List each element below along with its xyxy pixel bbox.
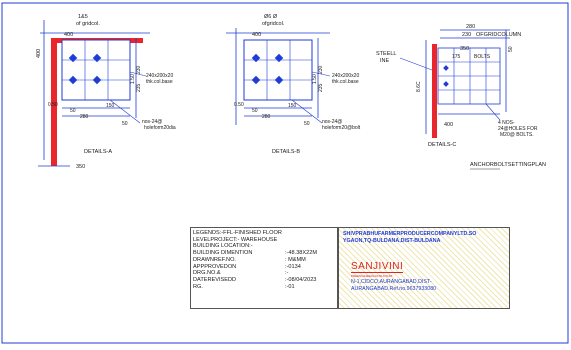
detail-a-bolt-note-2: holeform20dia [144, 125, 176, 131]
detail-a-title: DETAILS-A [84, 149, 112, 155]
legend-row: LEGENDS:-FFL-FINISHED FLOOR [193, 230, 282, 236]
detail-b-title: DETAILS-B [272, 149, 300, 155]
detail-c-dim-left: 8.6C [416, 81, 422, 92]
detail-b-dim-top: 400 [252, 32, 261, 38]
detail-b-bolt-3 [251, 75, 261, 85]
legend-row: RG.:-01 [193, 283, 295, 290]
detail-b-dim-small-1: 0.50 [234, 102, 244, 108]
detail-c-column-red [432, 44, 437, 138]
detail-b-dim-small-3: 150 [288, 103, 297, 109]
detail-c-hole-note-2: 24@HOLES FOR [498, 126, 538, 132]
detail-c-dim-175: 175 [452, 54, 461, 60]
detail-a-column-red [51, 38, 57, 166]
legend-row: BUILDING LOCATION:- [193, 243, 253, 250]
legend-row: APPPROVEDON:-0134 [193, 263, 301, 270]
detail-c-bolt-2 [443, 81, 449, 87]
detail-a-dim-small-1: 0.50 [48, 102, 58, 108]
detail-a-bolt-note-1: nos-24@ [142, 119, 162, 125]
legend-row: DRAWNREF.NO.: M&MM [193, 256, 306, 263]
detail-b-dim-side-1: 1.50 [312, 74, 318, 84]
detail-b-top-note-2: ofgridcol. [262, 21, 285, 27]
detail-a-base-plate [61, 39, 131, 101]
brand-logo: SANJIVINI [351, 261, 404, 273]
detail-a-dim-side-2: 230 [136, 65, 142, 74]
detail-a-dim-small-4: 280 [80, 114, 89, 120]
detail-c-steel-label-2: INE [380, 58, 390, 64]
detail-a-dim-small-2: 50 [70, 108, 76, 114]
sheet-border [1, 2, 569, 344]
detail-a-bolt-2 [92, 53, 102, 63]
detail-a-top-note-1: 1&5 [78, 14, 88, 20]
detail-b-bolt-note-1: nos-24@ [322, 119, 342, 125]
detail-c-bolts-label: BOLTS [474, 54, 491, 60]
detail-c-dim-top-1: 280 [466, 24, 475, 30]
detail-b-bolt-2 [274, 53, 284, 63]
detail-a-dim-left: 400 [36, 49, 42, 58]
detail-b-bolt-1 [251, 53, 261, 63]
detail-b-dim-side-3: 235 [318, 83, 324, 92]
company-panel: SHIVPRABHUFARMERPRODUCERCOMPANYLTD.SO YG… [338, 227, 510, 309]
detail-b-top-note-1: Ø6 Ø [264, 14, 278, 20]
detail-b-bolt-note-2: holeform20@bolt [322, 125, 361, 131]
detail-c: STEELL INE 280 230 OFGRIDCOLUMN 350 175 … [376, 24, 538, 148]
detail-b-dim-side-2: 230 [318, 65, 324, 74]
detail-c-hole-note-3: M20@ BOLTS. [500, 132, 534, 138]
detail-a-dim-top: 400 [64, 32, 73, 38]
detail-a-bolt-3 [68, 75, 78, 85]
detail-a-bolt-1 [68, 53, 78, 63]
brand-subtitle: PREENGINEEDCONSULTANT [351, 274, 393, 278]
detail-c-dim-50: 50 [508, 46, 514, 52]
legend-panel: LEGENDS:-FFL-FINISHED FLOOR LEVELPROJECT… [190, 227, 338, 309]
detail-a: 1&5 of gridcol. 400 400 1.50 230 235 240… [36, 14, 176, 170]
detail-b-base-note-1: 240x200x20 [332, 73, 359, 79]
detail-b-base-plate [243, 39, 313, 101]
legend-row: LEVELPROJECT:- WAREHOUSE [193, 236, 278, 243]
legend-row: BUILDING DIMENTION:-48.38X22M [193, 250, 318, 257]
detail-a-dim-small-3: 150 [106, 103, 115, 109]
detail-c-dim-top-2: 230 [462, 32, 471, 38]
detail-c-dim-400: 400 [444, 122, 453, 128]
title-block: LEGENDS:-FFL-FINISHED FLOOR LEVELPROJECT… [190, 227, 510, 309]
legend-row: DATEREVISEDD:-08/04/2023 [193, 276, 317, 283]
detail-b: Ø6 Ø ofgridcol. 400 1.50 230 235 240x200… [226, 14, 361, 155]
detail-c-title: DETAILS-C [428, 142, 456, 148]
detail-a-dim-side-3: 235 [136, 83, 142, 92]
detail-c-grid-label: OFGRIDCOLUMN [476, 32, 521, 38]
detail-c-hole-note-1: 4 NOS- [498, 120, 515, 126]
detail-c-bolt-1 [443, 65, 449, 71]
detail-b-dim-small-5: 50 [304, 121, 310, 127]
detail-b-base-note-2: thk.col.base [332, 79, 359, 85]
detail-a-dim-side-1: 1.50 [130, 74, 136, 84]
plan-title: ANCHORBOLTSETTINGPLAN [470, 162, 546, 168]
detail-c-steel-label-1: STEELL [376, 51, 396, 57]
legend-row: DRG.NO.&:- [193, 270, 289, 277]
detail-a-dim-small-5: 50 [122, 121, 128, 127]
detail-c-dim-350: 350 [460, 46, 469, 52]
detail-a-base-note-1: 240x200x20 [146, 73, 173, 79]
detail-a-bolt-4 [92, 75, 102, 85]
company-address: N-1,CIDCO,AURANGABAD,DIST- AURANGABAD.Re… [351, 279, 437, 292]
detail-a-dim-bottom: 350 [76, 164, 85, 170]
detail-b-bolt-4 [274, 75, 284, 85]
detail-b-dim-small-4: 280 [262, 114, 271, 120]
company-name: SHIVPRABHUFARMERPRODUCERCOMPANYLTD.SO YG… [343, 231, 477, 244]
detail-a-base-note-2: thk.col.base [146, 79, 173, 85]
detail-b-dim-small-2: 50 [252, 108, 258, 114]
detail-a-top-note-2: of gridcol. [76, 21, 100, 27]
